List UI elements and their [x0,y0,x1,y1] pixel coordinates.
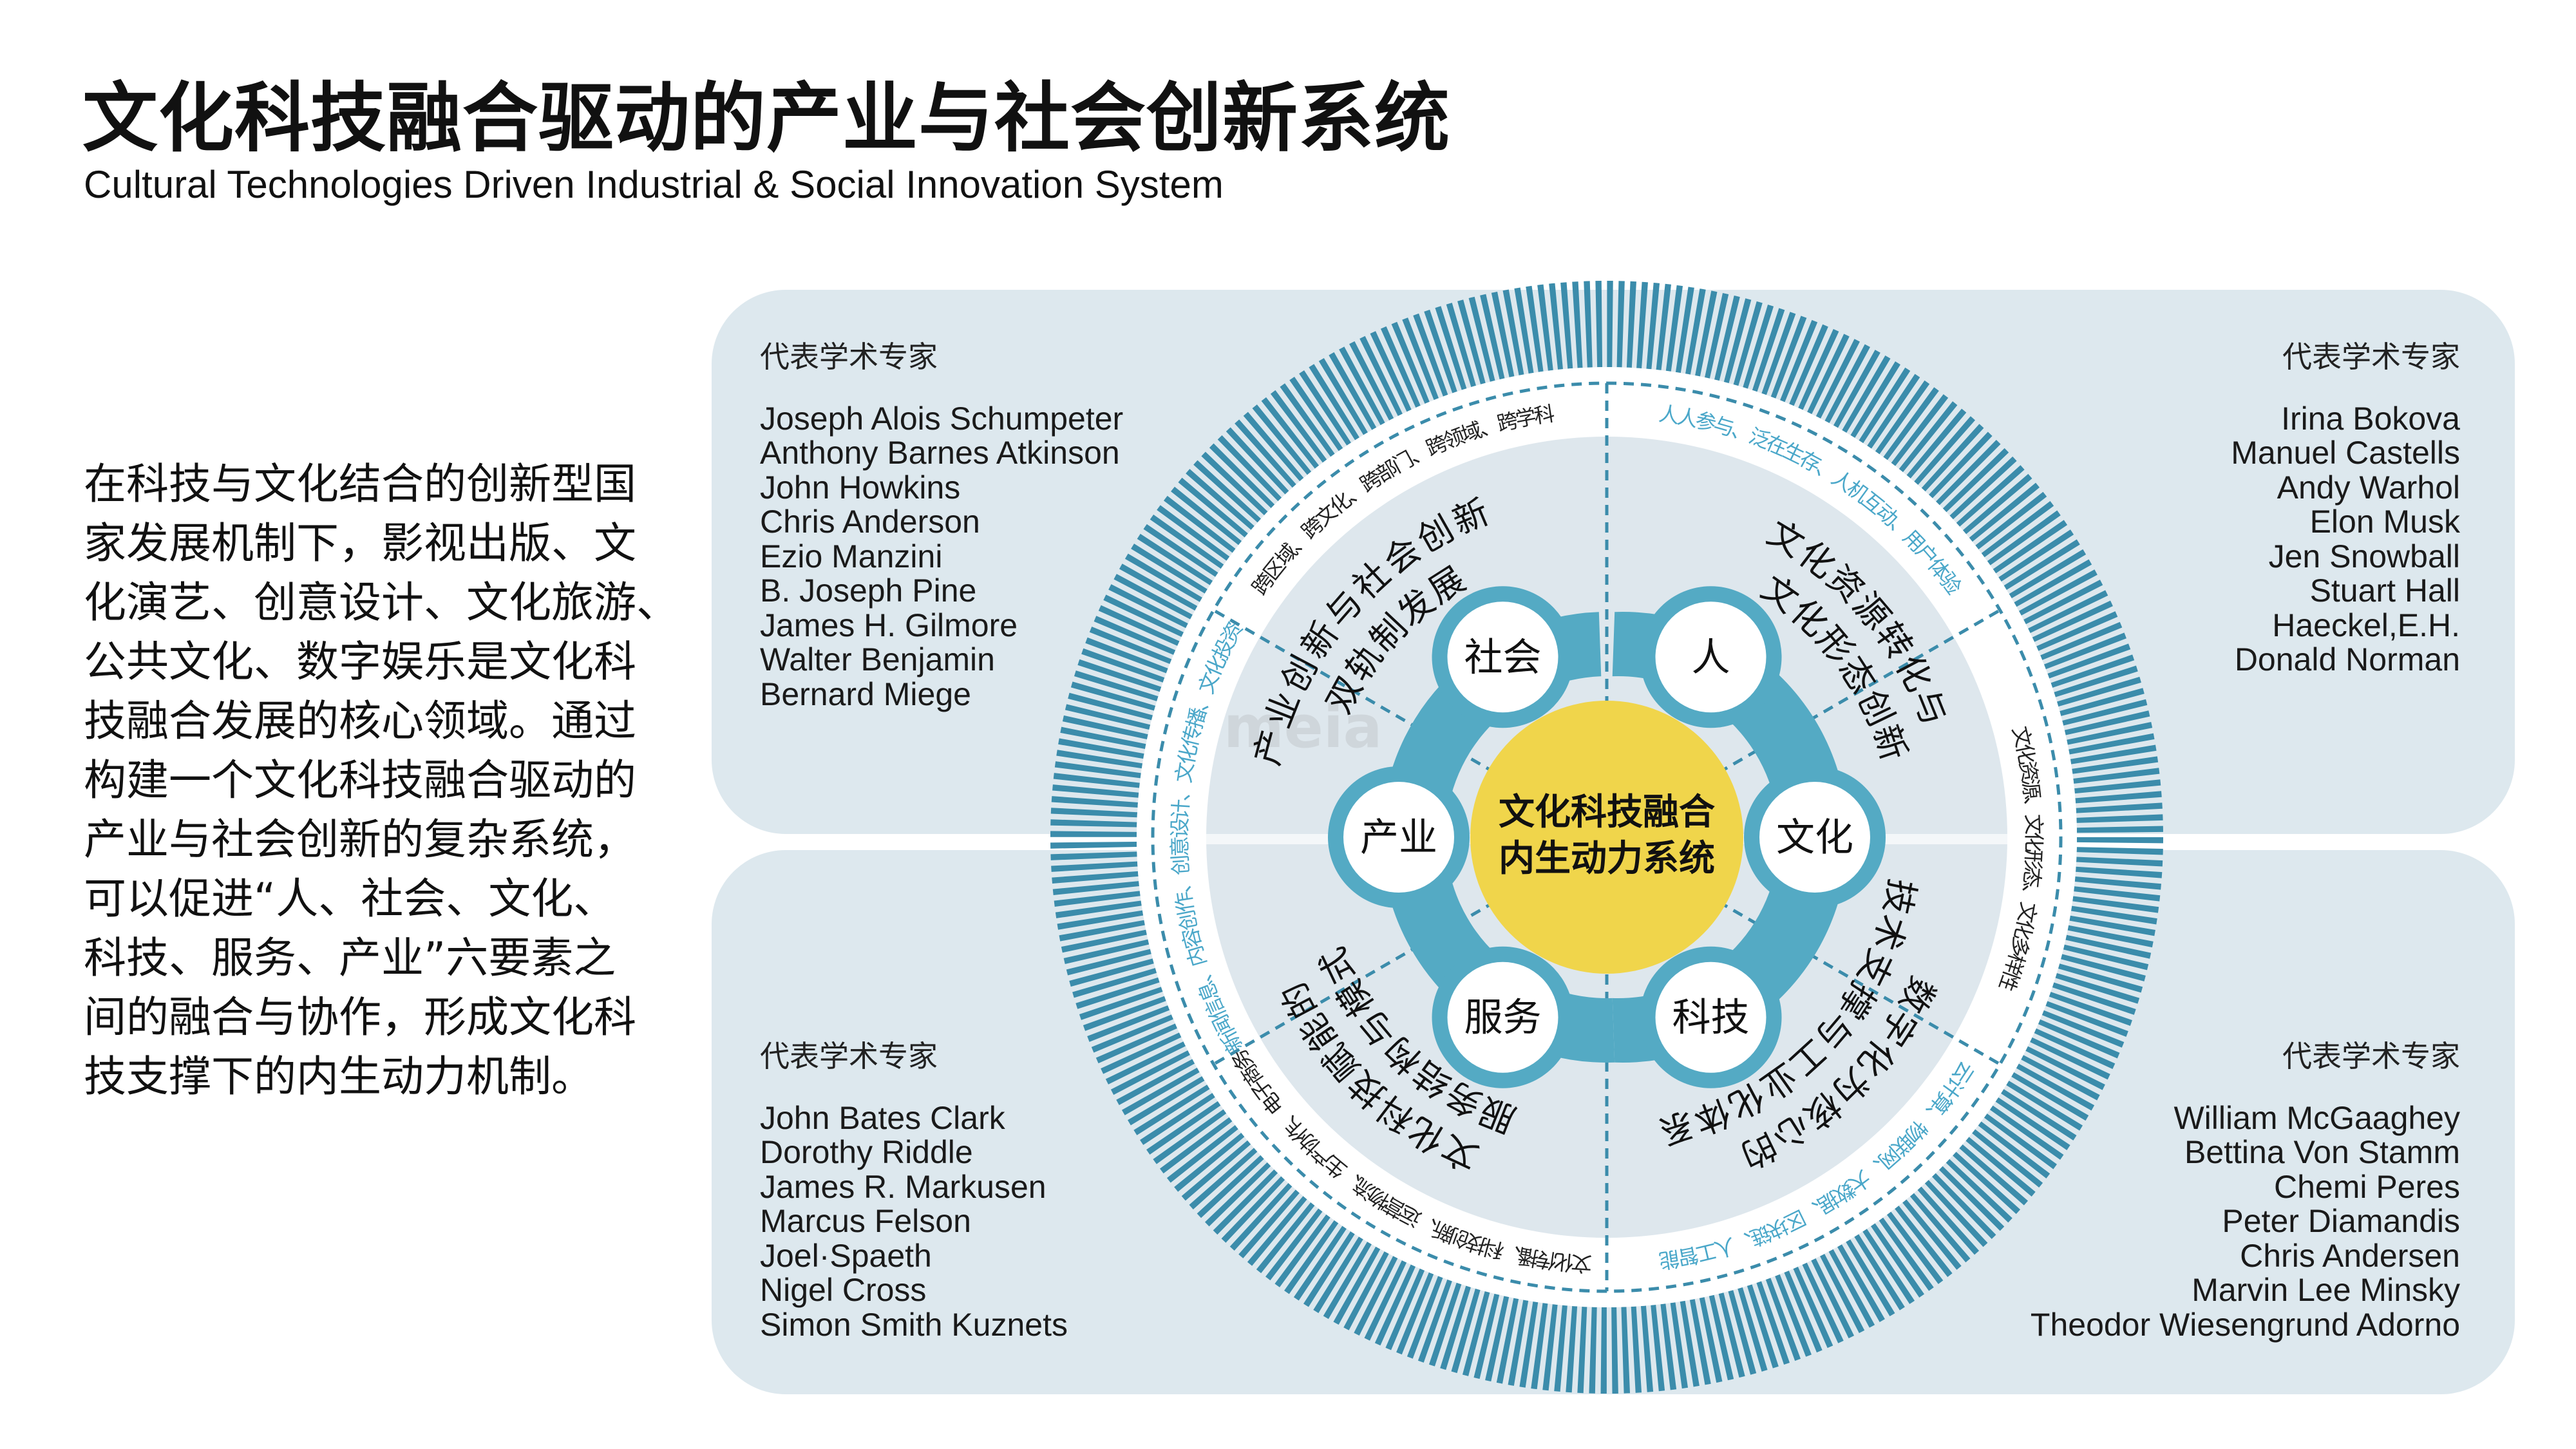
intro-line: 产业与社会创新的复杂系统， [84,815,636,864]
element-node: 文化 [1744,766,1886,908]
element-label: 文化 [1776,815,1853,860]
expert-name: B. Joseph Pine [760,573,977,609]
expert-name: Chris Anderson [760,504,980,540]
intro-line: 间的融合与协作，形成文化科 [84,992,636,1042]
element-node: 人 [1640,586,1782,728]
core-circle [1470,701,1743,974]
element-label: 人 [1692,635,1730,680]
expert-name: Bettina Von Stamm [2184,1134,2460,1170]
intro-line: 化演艺、创意设计、文化旅游、 [84,578,679,627]
element-circle [1655,601,1766,713]
expert-name: Dorothy Riddle [760,1134,973,1170]
intro-line: 技支撑下的内生动力机制。 [84,1052,594,1101]
core-label: 文化科技融合 [1499,791,1715,833]
expert-name: John Howkins [760,469,961,506]
expert-name: Anthony Barnes Atkinson [760,435,1120,471]
intro-paragraph: 在科技与文化结合的创新型国家发展机制下，影视出版、文化演艺、创意设计、文化旅游、… [84,455,679,1106]
element-node: 产业 [1328,766,1470,908]
experts-heading: 代表学术专家 [2282,1039,2460,1074]
expert-name: Elon Musk [2309,504,2460,540]
expert-name: Marvin Lee Minsky [2192,1272,2460,1308]
expert-name: Andy Warhol [2277,469,2460,506]
expert-name: Joseph Alois Schumpeter [760,400,1124,437]
expert-name: Nigel Cross [760,1272,927,1308]
expert-name: Ezio Manzini [760,538,943,574]
element-label: 社会 [1464,635,1542,680]
intro-line: 科技、服务、产业”六要素之 [84,933,616,983]
expert-name: Bernard Miege [760,676,971,712]
element-circle [1759,782,1870,893]
intro-line: 构建一个文化科技融合驱动的 [84,755,636,805]
stripe-ring [1050,281,2163,1394]
expert-name: Marcus Felson [760,1203,971,1239]
expert-name: Stuart Hall [2309,573,2460,609]
experts-heading: 代表学术专家 [760,1039,938,1074]
experts-heading: 代表学术专家 [2282,339,2460,374]
element-circle [1343,782,1454,893]
expert-name: Joel·Spaeth [760,1237,932,1274]
expert-name: Theodor Wiesengrund Adorno [2030,1306,2460,1343]
intro-line: 在科技与文化结合的创新型国 [84,459,636,509]
expert-name: James R. Markusen [760,1168,1046,1205]
element-label: 科技 [1672,996,1750,1041]
intro-line: 技融合发展的核心领域。通过 [84,696,636,746]
watermark: meia [1224,694,1382,761]
expert-name: James H. Gilmore [760,607,1018,643]
expert-name: William McGaaghey [2174,1099,2460,1136]
element-node: 社会 [1432,586,1574,728]
element-label: 服务 [1464,996,1542,1041]
element-node: 服务 [1432,946,1574,1088]
expert-name: Irina Bokova [2281,400,2460,437]
element-ring [1381,612,1615,1063]
page-subtitle: Cultural Technologies Driven Industrial … [84,163,1224,206]
element-circle [1655,961,1766,1073]
expert-name: John Bates Clark [760,1099,1005,1136]
element-node: 科技 [1640,946,1782,1088]
expert-name: Chris Andersen [2240,1237,2460,1274]
expert-name: Jen Snowball [2268,538,2460,574]
experts-heading: 代表学术专家 [760,339,938,374]
intro-line: 公共文化、数字娱乐是文化科 [84,637,636,687]
intro-line: 家发展机制下，影视出版、文 [84,518,636,568]
page-title: 文化科技融合驱动的产业与社会创新系统 [82,74,1451,162]
expert-name: Chemi Peres [2274,1168,2460,1205]
core-label: 内生动力系统 [1499,838,1715,880]
expert-name: Simon Smith Kuznets [760,1306,1068,1343]
expert-name: Donald Norman [2234,641,2460,677]
element-circle [1447,601,1558,713]
element-ring [1612,612,1848,1063]
expert-name: Manuel Castells [2231,435,2460,471]
expert-name: Peter Diamandis [2222,1203,2460,1239]
element-circle [1447,961,1558,1073]
element-label: 产业 [1360,815,1437,860]
expert-name: Haeckel,E.H. [2272,607,2460,643]
expert-name: Walter Benjamin [760,641,995,677]
intro-line: 可以促进“人、社会、文化、 [84,874,616,923]
